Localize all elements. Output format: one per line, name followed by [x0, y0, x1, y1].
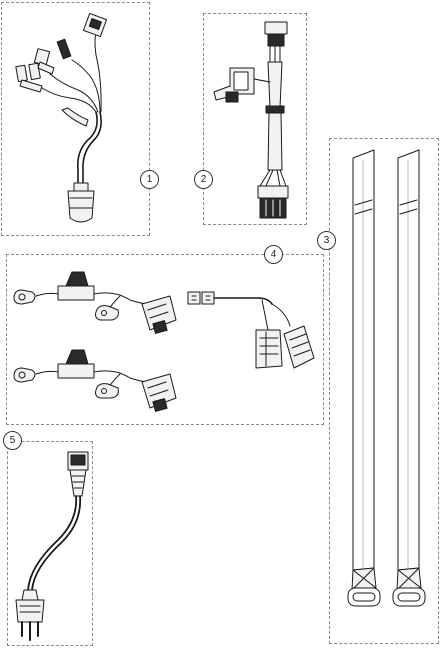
cable-c-connector-left	[256, 330, 282, 368]
strap-right-buckle	[393, 588, 425, 606]
harness-1-branch	[50, 74, 98, 112]
harness-1-branch	[95, 34, 101, 112]
harness-2-drawing	[0, 0, 310, 230]
panel-battery-cables-4	[6, 254, 324, 425]
harness-2-bottom-connector-slots	[266, 200, 280, 216]
strap-left-cross	[352, 568, 376, 590]
harness-2-fanout	[260, 170, 286, 186]
cord-iec-ribs	[72, 476, 84, 488]
panel-harness-2	[203, 13, 307, 225]
harness-1-connector-small	[57, 39, 71, 59]
cord-plug-ribs	[20, 606, 40, 612]
cord-iec-face	[71, 455, 85, 465]
cord-cable-2	[32, 496, 80, 590]
harness-2-relay-tab	[226, 92, 238, 102]
callout-1: 1	[140, 170, 159, 189]
harness-1-connector-left-base	[20, 80, 42, 92]
callout-5: 5	[3, 431, 22, 450]
harness-1-branch	[42, 88, 96, 112]
harness-1-connector-top-inner	[89, 19, 101, 30]
cable-c-connector-right-grid	[290, 334, 310, 356]
cable-b-anderson-tab	[153, 399, 167, 412]
panel-straps-3	[329, 138, 439, 644]
cord-cable	[28, 496, 76, 590]
harness-1-cable	[83, 112, 101, 183]
cord-plug-prongs	[22, 622, 38, 640]
strap-right-buckle-inner	[398, 593, 420, 601]
strap-right-stitch	[400, 200, 417, 214]
cable-b-ring-2-hole	[102, 389, 107, 394]
cable-c-plug-pins	[192, 296, 210, 300]
cable-b-fuse-cap	[66, 350, 88, 364]
callout-3: 3	[317, 231, 336, 250]
harness-2-top-connector-neck	[268, 34, 284, 46]
cable-a-anderson	[142, 296, 176, 330]
harness-1-plug-band	[70, 198, 92, 208]
harness-1-cable	[78, 112, 97, 183]
cable-a-anderson-detail	[148, 304, 168, 318]
cord-plug-strain	[22, 590, 38, 600]
harness-1-connector-mid-base	[38, 62, 54, 74]
cable-c-connector-right	[284, 326, 314, 368]
harness-1-sleeve	[62, 108, 88, 126]
cable-c-connector-left-grid	[260, 332, 278, 366]
cable-a-fuse-cap	[66, 272, 88, 286]
strap-left-buckle-inner	[353, 593, 375, 601]
cable-b-anderson	[142, 374, 176, 408]
harness-1-drawing	[0, 0, 150, 236]
cable-b-anderson-detail	[148, 382, 168, 396]
panel-harness-1	[1, 2, 150, 236]
strap-left-buckle	[348, 588, 380, 606]
harness-1-branch	[72, 60, 100, 112]
cable-a-anderson-tab	[153, 321, 167, 334]
cable-c-wire	[214, 298, 272, 304]
cable-a-ring-hole	[19, 294, 25, 300]
cable-c-branch-left	[262, 300, 268, 330]
callout-4: 4	[264, 245, 283, 264]
cable-a-ring-2-hole	[102, 311, 107, 316]
harness-1-connector-left-b	[29, 63, 40, 79]
strap-left-stitch	[355, 200, 372, 214]
cable-c-plug-left	[188, 292, 200, 304]
panel-power-cord-5	[7, 441, 93, 646]
cord-iec-neck	[70, 470, 86, 496]
harness-2-band	[266, 106, 284, 113]
cable-b-ring-hole	[19, 372, 25, 378]
harness-2-top-wires	[270, 46, 280, 62]
strap-right-cross	[397, 568, 421, 590]
cord-plug-body	[16, 600, 44, 622]
cable-b-wire	[36, 371, 58, 374]
cable-c-branch-right	[272, 304, 290, 326]
callout-2: 2	[194, 170, 213, 189]
harness-1-plug	[68, 191, 94, 222]
cable-a-wire	[36, 293, 58, 296]
harness-2-relay-face	[234, 72, 248, 90]
